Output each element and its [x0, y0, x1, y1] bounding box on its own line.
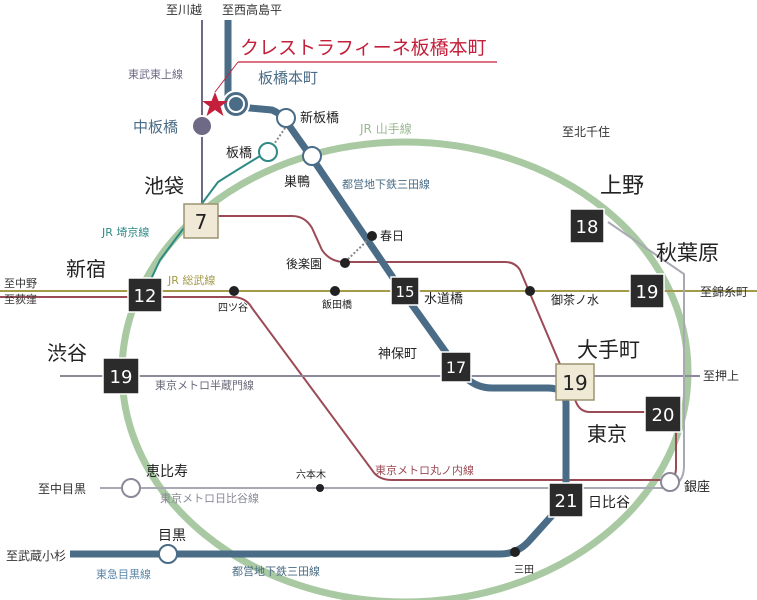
minutes-box-shinjuku: 12 [127, 277, 163, 313]
property-leader-line [214, 61, 239, 93]
station-marker-nakaitabashi [191, 115, 213, 137]
station-name-tokyo: 東京 [587, 422, 627, 446]
station-marker-roppongi [316, 484, 324, 492]
direction-kawagoe: 至川越 [166, 3, 202, 17]
station-name-hibiya: 日比谷 [588, 495, 630, 511]
station-name-shibuya: 渋谷 [47, 341, 87, 365]
station-marker-korakuen [340, 258, 350, 268]
station-name-roppongi: 六本木 [296, 468, 326, 481]
minutes-box-akihabara: 19 [629, 273, 665, 309]
property-star-icon [202, 92, 228, 116]
station-name-suidobashi: 水道橋 [424, 292, 463, 307]
line-label-tobu-tojo: 東武東上線 [128, 67, 183, 81]
line-label-toyoko: 東急目黒線 [96, 567, 151, 581]
station-name-itabashihoncho: 板橋本町 [258, 69, 318, 87]
minutes-box-shibuya: 19 [102, 357, 140, 395]
station-marker-shinitabashi [276, 108, 296, 128]
station-name-mita: 三田 [514, 565, 534, 576]
station-marker-meguro [158, 544, 178, 564]
direction-ogikubo: 至荻窪 [4, 292, 37, 306]
station-marker-kasuga [367, 231, 377, 241]
minutes-hibiya: 21 [555, 491, 578, 512]
station-name-yotsuya: 四ツ谷 [218, 302, 248, 314]
station-name-ginza: 銀座 [684, 480, 710, 495]
direction-nakameguro: 至中目黒 [38, 481, 86, 496]
station-name-ikebukuro: 池袋 [144, 174, 184, 198]
minutes-shibuya: 19 [110, 367, 133, 388]
station-name-iidabashi: 飯田橋 [322, 298, 352, 311]
direction-nishitakashimadaira: 至西高島平 [222, 2, 282, 17]
property-name: クレストラフィーネ板橋本町 [240, 37, 487, 59]
minutes-shinjuku: 12 [134, 286, 157, 307]
minutes-box-ueno: 18 [569, 208, 605, 244]
direction-kitasenju: 至北千住 [562, 125, 610, 139]
marunouchi-line [0, 215, 677, 481]
line-label-yamanote: JR 山手線 [359, 121, 412, 136]
minutes-box-suidobashi: 15 [390, 276, 420, 306]
minutes-box-otemachi: 19 [555, 363, 595, 401]
station-marker-sugamo [302, 146, 322, 166]
line-label-hanzomon: 東京メトロ半蔵門線 [155, 378, 254, 392]
minutes-ikebukuro: 7 [195, 210, 208, 234]
station-name-shinjuku: 新宿 [66, 257, 106, 281]
minutes-box-jimbocho: 17 [440, 351, 472, 383]
minutes-tokyo: 20 [652, 405, 675, 426]
line-label-saikyo: JR 埼京線 [101, 225, 149, 239]
station-marker-yotsuya [229, 286, 239, 296]
station-name-kasuga: 春日 [380, 229, 404, 243]
minutes-box-ikebukuro: 7 [183, 203, 219, 239]
line-label-sobu: JR 総武線 [167, 273, 215, 287]
station-name-itabashi: 板橋 [226, 146, 252, 161]
station-name-ueno: 上野 [600, 174, 644, 199]
minutes-ueno: 18 [576, 217, 599, 238]
station-marker-itabashihoncho-inner [227, 95, 245, 113]
minutes-box-tokyo: 20 [644, 395, 682, 433]
direction-kinshicho: 至錦糸町 [700, 284, 748, 299]
minutes-jimbocho: 17 [446, 358, 466, 377]
line-label-mita-upper: 都営地下鉄三田線 [342, 177, 430, 191]
minutes-akihabara: 19 [636, 282, 659, 303]
station-name-otemachi: 大手町 [577, 338, 640, 362]
station-name-akihabara: 秋葉原 [656, 241, 719, 265]
station-marker-iidabashi [330, 286, 340, 296]
station-name-ochanomizu: 御茶ノ水 [551, 292, 599, 307]
line-label-hibiya: 東京メトロ日比谷線 [160, 491, 259, 505]
mita-line-lower [70, 497, 569, 558]
line-label-marunouchi: 東京メトロ丸ノ内線 [375, 463, 474, 477]
station-marker-ebisu [121, 478, 141, 498]
line-label-mita-lower: 都営地下鉄三田線 [232, 564, 320, 578]
direction-nakano: 至中野 [4, 277, 37, 290]
station-marker-ochanomizu [525, 286, 535, 296]
station-name-meguro: 目黒 [158, 528, 186, 544]
minutes-otemachi: 19 [562, 371, 587, 395]
minutes-suidobashi: 15 [395, 283, 414, 301]
station-marker-mita [510, 547, 520, 557]
station-name-korakuen: 後楽園 [286, 257, 322, 271]
station-name-shinitabashi: 新板橋 [300, 110, 339, 126]
direction-oshiage: 至押上 [703, 369, 739, 383]
station-marker-ginza [660, 472, 680, 492]
mita-line [224, 20, 570, 500]
station-name-jimbocho: 神保町 [378, 347, 417, 362]
station-name-sugamo: 巣鴨 [284, 175, 310, 190]
station-marker-itabashi [258, 142, 278, 162]
station-name-ebisu: 恵比寿 [146, 463, 188, 480]
station-name-nakaitabashi: 中板橋 [133, 118, 178, 136]
direction-musashikosugi: 至武蔵小杉 [6, 549, 66, 563]
minutes-box-hibiya: 21 [548, 482, 584, 518]
